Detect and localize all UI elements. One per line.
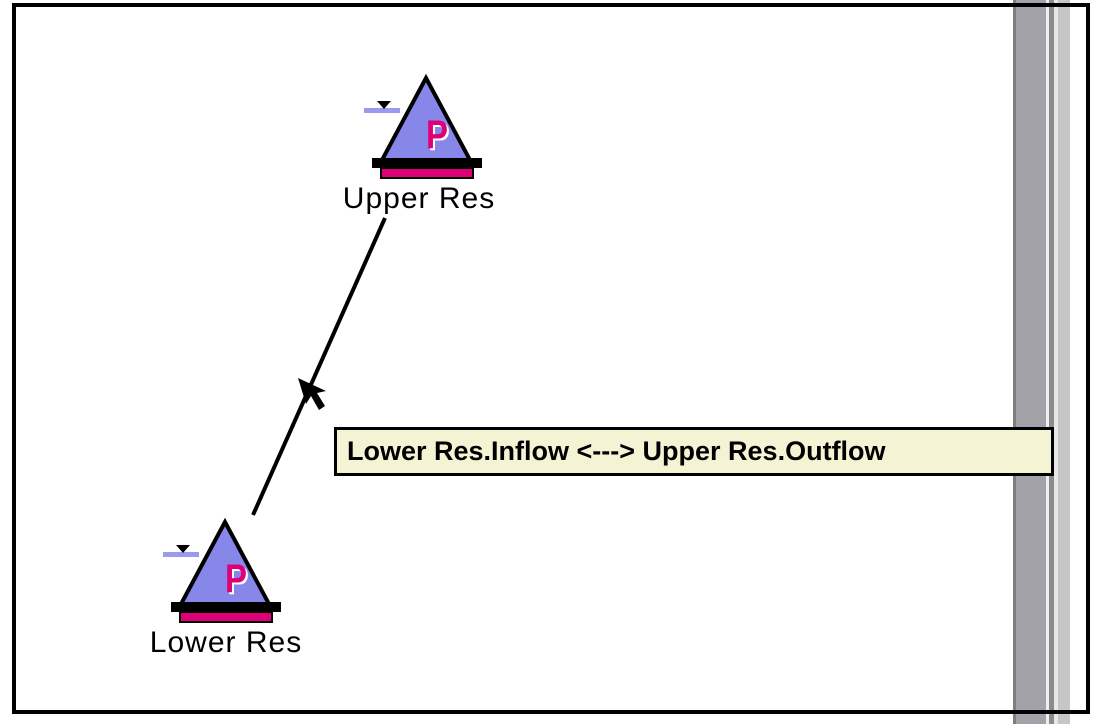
reservoir-base-line — [372, 158, 482, 168]
reservoir-base-line — [171, 602, 281, 612]
reservoir-base-bar — [380, 167, 474, 179]
pool-badge-shadow: P — [227, 559, 249, 603]
canvas-frame — [12, 3, 1090, 714]
water-level-marker-icon — [176, 545, 190, 553]
node-label-lower-res: Lower Res — [149, 626, 303, 659]
scrollbar-groove[interactable] — [1049, 0, 1054, 724]
mouse-cursor-icon — [298, 378, 326, 410]
scrollbar-trough[interactable] — [1016, 0, 1046, 724]
scrollbar-track[interactable] — [1058, 0, 1070, 724]
reservoir-node-lower[interactable]: P P — [163, 517, 281, 623]
reservoir-node-upper[interactable]: P P — [364, 73, 482, 179]
water-level-line — [364, 108, 400, 113]
link-tooltip: Lower Res.Inflow <---> Upper Res.Outflow — [334, 427, 1054, 476]
reservoir-base-bar — [179, 611, 273, 623]
node-label-upper-res: Upper Res — [342, 182, 496, 215]
scrollbar-highlight — [1046, 0, 1049, 724]
link-line[interactable] — [251, 217, 387, 516]
pool-badge: P — [426, 113, 448, 157]
water-level-marker-icon — [377, 101, 391, 109]
scrollbar-edge[interactable] — [1013, 0, 1016, 724]
scrollbar-highlight-2 — [1054, 0, 1058, 724]
water-level-line — [163, 552, 199, 557]
pool-badge-shadow: P — [428, 115, 450, 159]
pool-badge: P — [225, 557, 247, 601]
